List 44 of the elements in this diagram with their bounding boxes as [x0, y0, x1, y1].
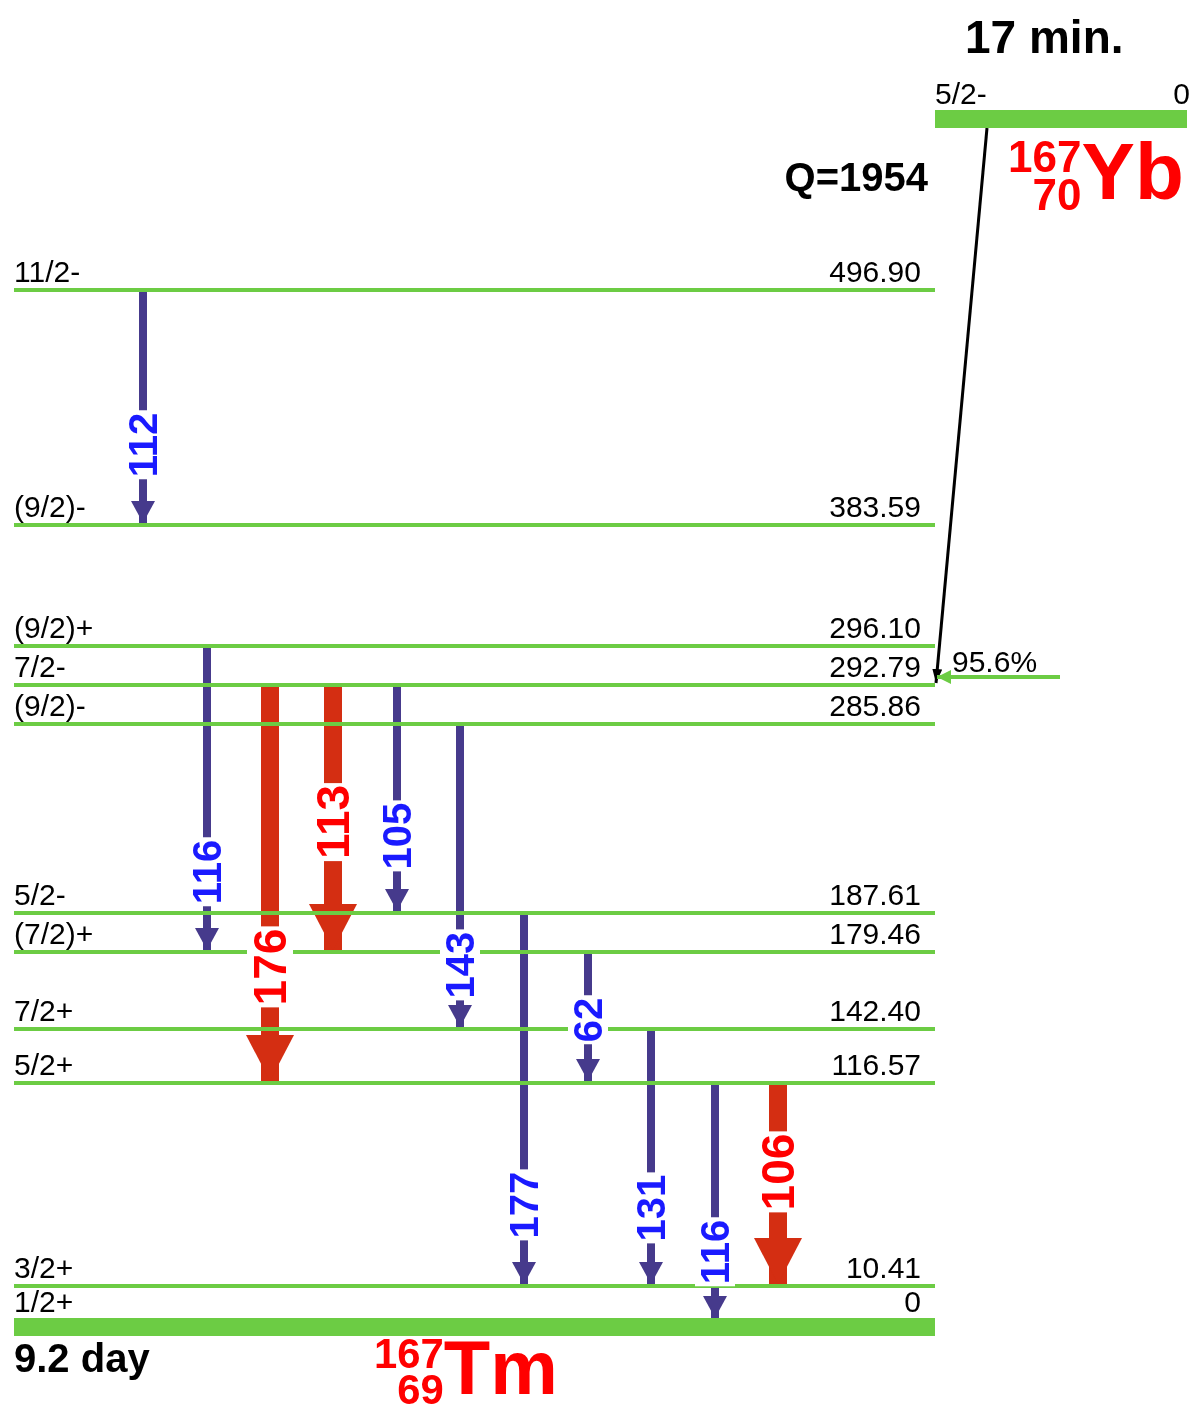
spin-parity-label: (9/2)+: [14, 613, 94, 643]
energy-level-bar: [14, 644, 935, 648]
q-value-label: Q=1954: [784, 157, 928, 197]
energy-level-bar: [14, 288, 935, 292]
energy-level-bar: [14, 1081, 935, 1085]
energy-value: 179.46: [829, 919, 921, 949]
beta-decay-arrow: [932, 127, 989, 684]
spin-parity-label: (7/2)+: [14, 919, 94, 949]
energy-value: 187.61: [829, 880, 921, 910]
spin-parity-label: 5/2+: [14, 1050, 74, 1080]
energy-value: 496.90: [829, 257, 921, 287]
spin-parity-label: 7/2-: [14, 652, 66, 682]
transition-energy-label: 143: [440, 929, 480, 1001]
energy-value: 0: [904, 1287, 921, 1317]
spin-parity-label: 5/2-: [14, 880, 66, 910]
energy-level-bar: [14, 683, 935, 687]
spin-parity-label: 7/2+: [14, 996, 74, 1026]
spin-parity-label: 3/2+: [14, 1253, 74, 1283]
energy-value: 116.57: [831, 1050, 921, 1080]
spin-parity-label: 11/2-: [14, 257, 81, 287]
energy-level-bar: [14, 722, 935, 726]
transition-energy-label: 116: [695, 1217, 735, 1287]
branching-ratio-label: 95.6%: [952, 647, 1038, 677]
transition-energy-label: 62: [568, 995, 608, 1045]
energy-level-bar: [935, 110, 1187, 128]
energy-value: 383.59: [829, 492, 921, 522]
energy-value: 296.10: [829, 613, 921, 643]
half-life-label: 9.2 day: [14, 1338, 150, 1378]
spin-parity-label: 5/2-: [935, 79, 987, 109]
transition-energy-label: 176: [247, 926, 293, 1008]
spin-parity-label: (9/2)-: [14, 492, 86, 522]
energy-level-bar: [14, 523, 935, 527]
energy-value: 0: [1173, 79, 1190, 109]
energy-value: 10.41: [845, 1253, 921, 1283]
energy-level-bar: [14, 1284, 935, 1288]
feeding-arrow: [937, 670, 1060, 684]
energy-value: 142.40: [829, 996, 921, 1026]
energy-level-bar: [14, 1318, 935, 1336]
spin-parity-label: (9/2)-: [14, 691, 86, 721]
energy-level-bar: [14, 911, 935, 915]
energy-value: 292.79: [829, 652, 921, 682]
spin-parity-label: 1/2+: [14, 1287, 74, 1317]
half-life-label: 17 min.: [965, 14, 1124, 60]
energy-value: 285.86: [829, 691, 921, 721]
